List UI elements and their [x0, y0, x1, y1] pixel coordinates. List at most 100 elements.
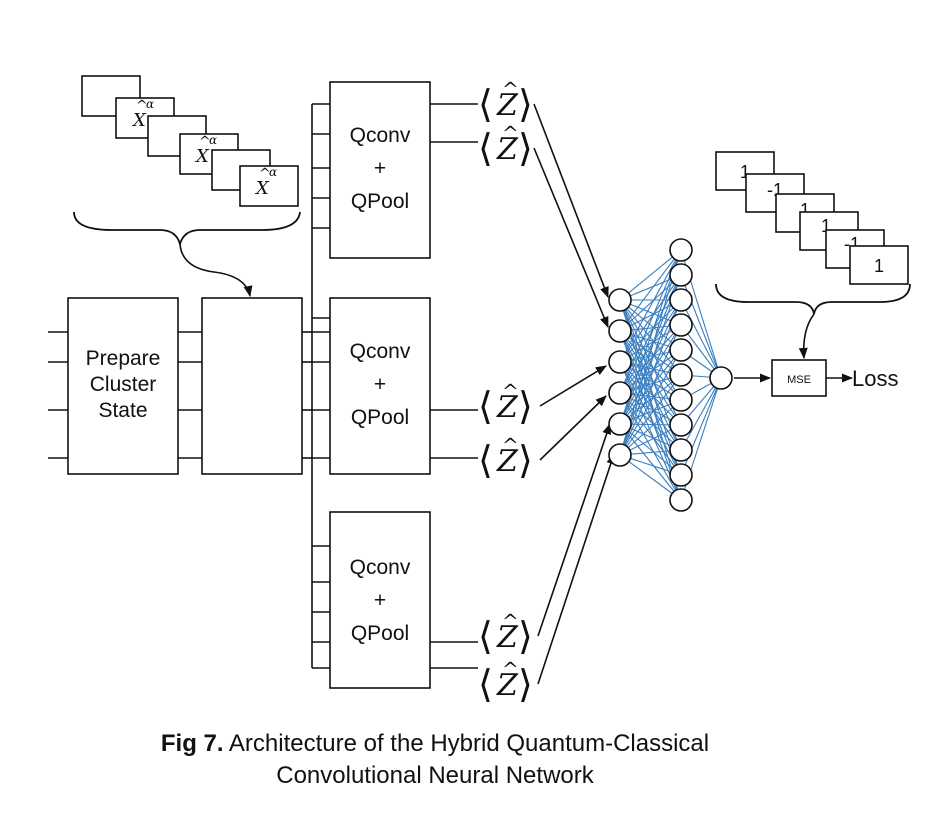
svg-text:^: ^ [136, 98, 148, 114]
input-box-6 [239, 165, 299, 207]
nn-edge [619, 324, 682, 394]
svg-text:Z: Z [496, 390, 519, 425]
wires-prepare-to-encode [178, 331, 202, 459]
nn-input-node-3 [608, 350, 632, 374]
svg-text:Qconv: Qconv [350, 556, 411, 579]
svg-text:Qconv: Qconv [350, 124, 411, 147]
svg-text:X: X [131, 110, 147, 131]
svg-text:⟩: ⟩ [518, 614, 533, 658]
nn-edge [619, 324, 682, 363]
target-value-4: 1 [821, 216, 831, 236]
svg-text:Z: Z [496, 444, 519, 479]
svg-text:⟩: ⟩ [518, 82, 533, 126]
svg-text:^: ^ [502, 77, 519, 101]
expectation-z-6: ⟨Z^⟩ [478, 657, 533, 706]
x-hat-label-1: X ^ α [131, 97, 154, 131]
svg-text:QPool: QPool [351, 622, 409, 645]
svg-text:^: ^ [259, 166, 271, 182]
svg-text:α: α [269, 165, 277, 179]
nn-input-node-5 [608, 412, 632, 436]
caption-label: Fig 7. [160, 730, 224, 757]
svg-text:^: ^ [502, 121, 519, 145]
expectation-z-4: ⟨Z^⟩ [478, 433, 533, 482]
neural-network [608, 238, 733, 512]
qconv-box-2 [329, 297, 431, 475]
expectation-z-2: ⟨Z^⟩ [478, 121, 533, 170]
prepare-line-2: Cluster [90, 373, 157, 396]
svg-text:X: X [254, 178, 270, 199]
svg-text:^: ^ [502, 657, 519, 681]
svg-text:α: α [146, 97, 154, 111]
qconv-box-1 [329, 81, 431, 259]
svg-text:Z: Z [496, 132, 519, 167]
prepare-cluster-block: Prepare Cluster State [48, 297, 179, 475]
caption-text-line2: Convolutional Neural Network [276, 762, 594, 789]
nn-edge [619, 324, 682, 425]
nn-edge [619, 299, 682, 394]
target-value-1: 1 [740, 162, 750, 182]
svg-text:α: α [209, 133, 217, 147]
svg-text:⟨: ⟨ [478, 438, 493, 482]
nn-edge [619, 454, 682, 501]
input-arrow [179, 243, 253, 298]
svg-text:QPool: QPool [351, 406, 409, 429]
svg-text:^: ^ [502, 433, 519, 457]
svg-text:⟨: ⟨ [478, 614, 493, 658]
svg-text:Qconv: Qconv [350, 340, 411, 363]
caption-text-line1: Architecture of the Hybrid Quantum-Class… [228, 730, 710, 757]
svg-text:X: X [194, 146, 210, 167]
svg-text:^: ^ [502, 379, 519, 403]
expectation-arrows [533, 103, 616, 685]
target-stack: 1 -1 1 1 -1 1 [715, 151, 909, 285]
svg-text:⟨: ⟨ [478, 126, 493, 170]
svg-text:Z: Z [496, 668, 519, 703]
target-value-6: 1 [874, 256, 884, 276]
qconv-block-2: Qconv + QPool [312, 297, 478, 475]
svg-text:+: + [374, 589, 386, 612]
nn-hidden-node-9 [669, 438, 693, 462]
svg-text:+: + [374, 157, 386, 180]
nn-hidden-node-8 [669, 413, 693, 437]
nn-edge [619, 299, 682, 363]
svg-text:QPool: QPool [351, 190, 409, 213]
nn-hidden-node-6 [669, 363, 693, 387]
wires-encode-to-bus [302, 331, 312, 459]
prepare-cluster-box [67, 297, 179, 475]
nn-hidden-node-7 [669, 388, 693, 412]
expectation-z-3: ⟨Z^⟩ [478, 379, 533, 428]
svg-text:Z: Z [496, 620, 519, 655]
input-brace [73, 211, 301, 248]
qconv-box-3 [329, 511, 431, 689]
qconv-block-1: Qconv + QPool [312, 81, 478, 259]
svg-text:⟩: ⟩ [518, 438, 533, 482]
nn-edge [619, 399, 682, 456]
nn-input-node-2 [608, 319, 632, 343]
expectation-z-5: ⟨Z^⟩ [478, 609, 533, 658]
nn-edge [619, 249, 682, 332]
qconv-block-3: Qconv + QPool [312, 511, 478, 689]
svg-text:⟩: ⟩ [518, 384, 533, 428]
nn-edge [680, 299, 722, 379]
svg-text:⟨: ⟨ [478, 662, 493, 706]
svg-text:⟨: ⟨ [478, 384, 493, 428]
nn-hidden-node-11 [669, 488, 693, 512]
nn-output-node [709, 366, 733, 390]
nn-input-node-6 [608, 443, 632, 467]
encoding-box [201, 297, 303, 475]
nn-hidden-node-4 [669, 313, 693, 337]
nn-edge [619, 349, 682, 425]
nn-edge [619, 349, 682, 456]
svg-text:^: ^ [502, 609, 519, 633]
nn-hidden-node-10 [669, 463, 693, 487]
expectation-labels: ⟨Z^⟩⟨Z^⟩⟨Z^⟩⟨Z^⟩⟨Z^⟩⟨Z^⟩ [478, 77, 533, 706]
svg-text:^: ^ [199, 134, 211, 150]
svg-text:+: + [374, 373, 386, 396]
target-value-3: 1 [800, 200, 810, 220]
svg-text:Z: Z [496, 88, 519, 123]
nn-edge [680, 377, 722, 451]
nn-edge [619, 274, 682, 363]
figure-caption: Fig 7. Architecture of the Hybrid Quantu… [0, 728, 870, 792]
nn-hidden-node-5 [669, 338, 693, 362]
nn-edge [619, 374, 682, 456]
